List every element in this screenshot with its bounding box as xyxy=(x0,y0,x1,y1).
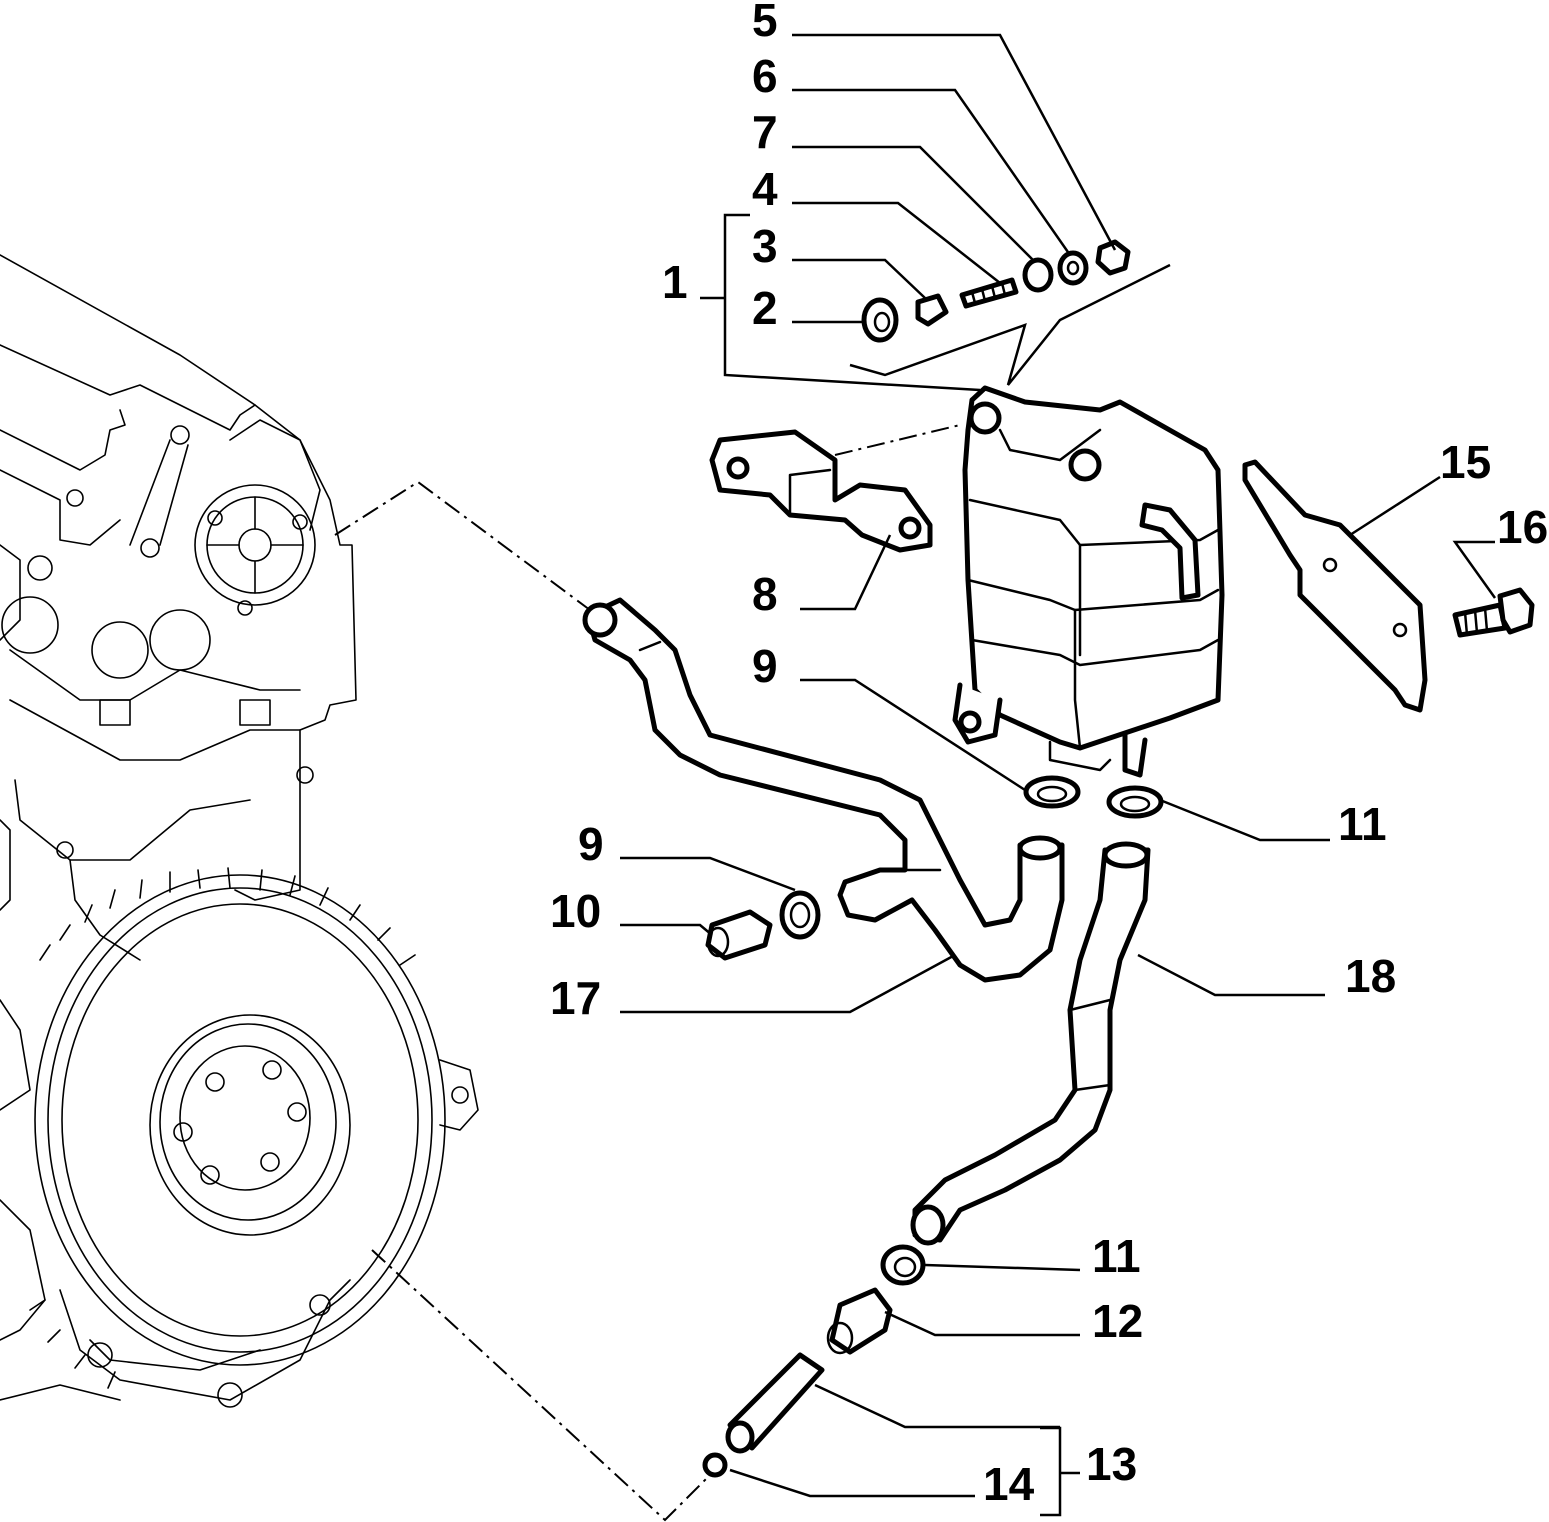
callout-14: 14 xyxy=(983,1458,1035,1510)
callout-16: 16 xyxy=(1497,501,1548,553)
callout-13: 13 xyxy=(1086,1438,1137,1490)
callout-2: 2 xyxy=(752,282,778,334)
hose-17 xyxy=(582,597,1065,983)
callout-3: 3 xyxy=(752,220,778,272)
callout-11-lower: 11 xyxy=(1092,1230,1141,1282)
clamps-fittings xyxy=(702,775,1164,1478)
callout-9-upper: 9 xyxy=(752,640,778,692)
engine-block xyxy=(0,254,479,1408)
bolt-16 xyxy=(1452,587,1535,638)
callout-7: 7 xyxy=(752,106,778,158)
hose-18 xyxy=(910,841,1151,1246)
bracket-8 xyxy=(709,429,933,553)
callout-8: 8 xyxy=(752,568,778,620)
callout-1: 1 xyxy=(662,256,688,308)
callout-11-upper: 11 xyxy=(1338,798,1387,850)
callout-12: 12 xyxy=(1092,1295,1143,1347)
callout-4: 4 xyxy=(752,163,778,215)
callout-15: 15 xyxy=(1440,436,1491,488)
callout-18: 18 xyxy=(1345,950,1396,1002)
callout-5: 5 xyxy=(752,0,778,46)
hardware-2-7 xyxy=(861,239,1131,343)
leader-lines xyxy=(620,33,1497,1517)
center-lines xyxy=(334,424,961,1522)
bracket-15 xyxy=(1242,459,1428,713)
callout-10: 10 xyxy=(550,885,601,937)
callout-labels: 5 6 7 4 3 1 2 15 16 8 9 11 9 10 18 17 11… xyxy=(550,0,1548,1510)
callout-9-lower: 9 xyxy=(578,818,604,870)
oil-separator-body xyxy=(952,385,1225,778)
callout-6: 6 xyxy=(752,50,778,102)
callout-17: 17 xyxy=(550,972,601,1024)
